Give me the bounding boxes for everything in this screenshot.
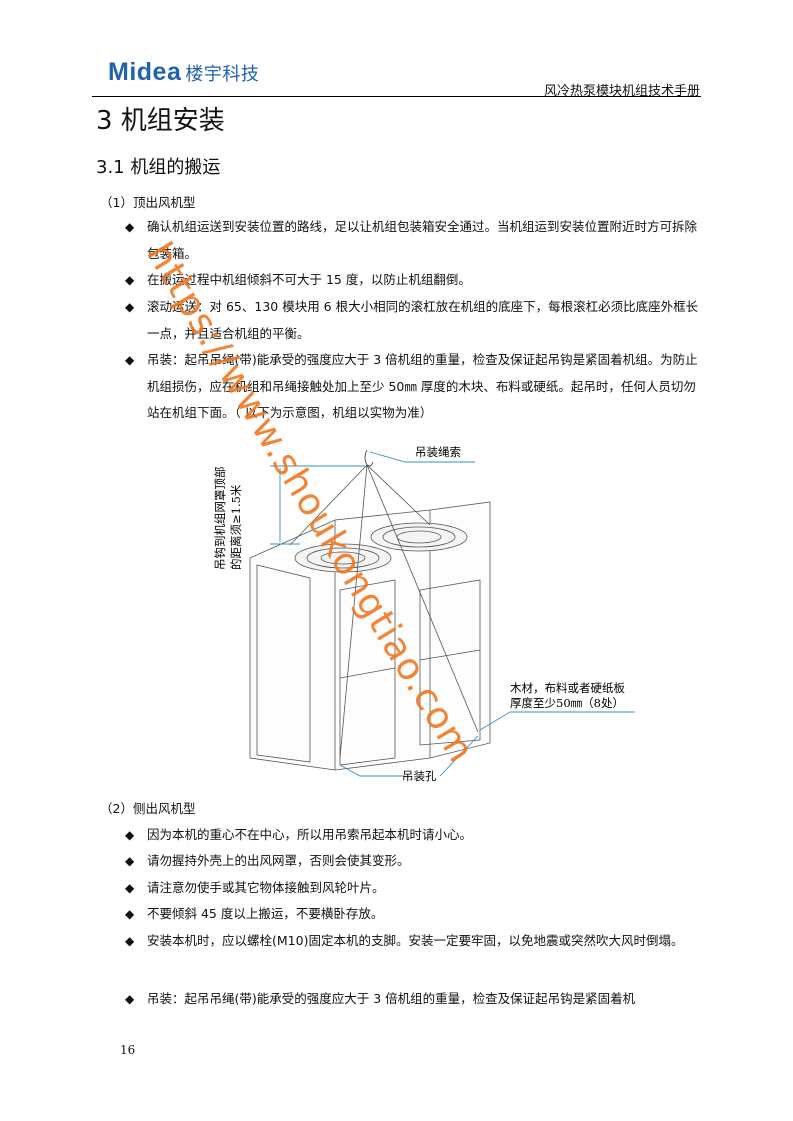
list-item-text: 请注意勿使手或其它物体接触到风轮叶片。 [147,880,385,895]
hole-label: 吊装孔 [402,769,437,783]
list-item: ◆ 安装本机时，应以螺栓(M10)固定本机的支脚。安装一定要牢固，以免地震或突然吹… [125,928,701,955]
header-divider [92,96,701,97]
bullet-icon: ◆ [125,854,135,868]
list-item: ◆ 请注意勿使手或其它物体接触到风轮叶片。 [125,875,701,902]
logo-brand: Midea [108,58,182,86]
padding-label-2: 厚度至少50㎜（8处） [510,696,624,710]
bullet-icon: ◆ [125,353,135,367]
list-item-text: 请勿握持外壳上的出风网罩，否则会使其变形。 [147,853,410,868]
list-item-text: 吊装：起吊吊绳(带)能承受的强度应大于 3 倍机组的重量，检查及保证起吊钩是紧固… [147,991,636,1006]
bullet-icon: ◆ [125,907,135,921]
distance-label-2: 的距离须≥1.5米 [229,484,243,570]
list-item: ◆ 请勿握持外壳上的出风网罩，否则会使其变形。 [125,848,701,875]
bullet-icon: ◆ [125,992,135,1006]
list-item: ◆ 不要倾斜 45 度以上搬运，不要横卧存放。 [125,901,701,928]
list-item-text: 安装本机时，应以螺栓(M10)固定本机的支脚。安装一定要牢固，以免地震或突然吹大… [147,933,684,948]
list-item-text: 不要倾斜 45 度以上搬运，不要横卧存放。 [147,906,384,921]
section-title: 3.1 机组的搬运 [96,157,221,178]
bullet-icon: ◆ [125,220,135,234]
list-item: ◆ 在搬运过程中机组倾斜不可大于 15 度，以防止机组翻倒。 [125,267,701,294]
list-item: ◆ 确认机组运送到安装位置的路线，足以让机组包装箱安全通过。当机组运到安装位置附近… [125,214,701,267]
list-item: ◆ 吊装：起吊吊绳(带)能承受的强度应大于 3 倍机组的重量，检查及保证起吊钩是紧… [125,347,701,427]
bullet-icon: ◆ [125,273,135,287]
part1-heading: （1）顶出风机型 [100,195,196,210]
distance-label-1: 吊钩到机组网罩顶部 [213,467,227,571]
document-title: 风冷热泵模块机组技术手册 [543,84,700,99]
bullet-icon: ◆ [125,881,135,895]
page-number: 16 [120,1043,136,1057]
list-item-text: 因为本机的重心不在中心，所以用吊索吊起本机时请小心。 [147,827,473,842]
list-item-text: 在搬运过程中机组倾斜不可大于 15 度，以防止机组翻倒。 [147,272,471,287]
list-item: ◆ 因为本机的重心不在中心，所以用吊索吊起本机时请小心。 [125,822,701,849]
list-item-text: 吊装：起吊吊绳(带)能承受的强度应大于 3 倍机组的重量，检查及保证起吊钩是紧固… [147,352,698,420]
logo-cn: 楼宇科技 [185,64,260,84]
bullet-icon: ◆ [125,828,135,842]
bullet-icon: ◆ [125,934,135,948]
list-item-text: 确认机组运送到安装位置的路线，足以让机组包装箱安全通过。当机组运到安装位置附近时… [147,219,698,261]
padding-label-1: 木材，布料或者硬纸板 [510,681,625,695]
list-item: ◆ 吊装：起吊吊绳(带)能承受的强度应大于 3 倍机组的重量，检查及保证起吊钩是紧… [125,986,701,1013]
part2-heading: （2）侧出风机型 [100,801,196,816]
list-item-text: 滚动运送：对 65、130 模块用 6 根大小相同的滚杠放在机组的底座下，每根滚… [147,299,699,341]
rope-label: 吊装绳索 [415,445,461,459]
list-item: ◆ 滚动运送：对 65、130 模块用 6 根大小相同的滚杠放在机组的底座下，每根… [125,294,701,347]
bullet-icon: ◆ [125,300,135,314]
chapter-title: 3 机组安装 [96,106,225,136]
lifting-diagram: 吊装绳索 木材，布料或者硬纸板 厚度至少50㎜（8处） 吊装孔 吊钩到机组网罩顶… [213,445,635,783]
